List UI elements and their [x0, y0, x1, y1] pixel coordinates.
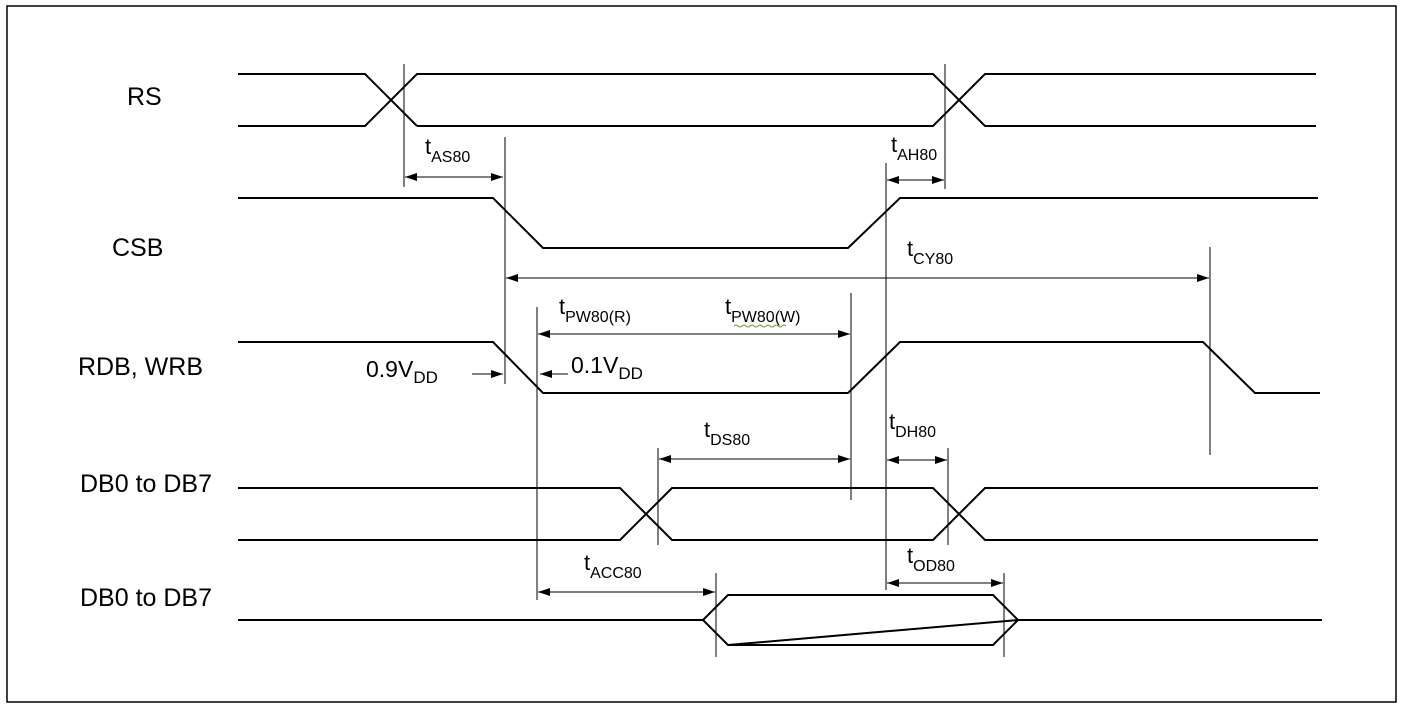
- threshold-label-low: 0.1VDD: [571, 352, 643, 383]
- signal-label-rs: RS: [127, 83, 162, 111]
- threshold-label-high: 0.9VDD: [366, 356, 438, 387]
- waveform-db-input-a: [238, 487, 1318, 541]
- signal-label-db-output: DB0 to DB7: [80, 584, 212, 612]
- waveform-db-output-valid: [701, 594, 1021, 647]
- diagram-frame: [6, 5, 1397, 703]
- signal-label-db-input: DB0 to DB7: [80, 470, 212, 498]
- timing-label-tpw-read: tPW80(R): [559, 294, 631, 326]
- timing-label-tcy: tCY80: [907, 236, 953, 268]
- signal-label-csb: CSB: [112, 234, 163, 262]
- timing-label-tacc: tACC80: [584, 550, 642, 582]
- waveform-rdb-wrb: [238, 341, 1320, 394]
- waveform-rs-mid: [417, 73, 1316, 127]
- timing-label-tah: tAH80: [891, 132, 937, 164]
- signal-label-rdb-wrb: RDB, WRB: [78, 353, 203, 381]
- waveform-rs-upper: [238, 73, 418, 127]
- timing-label-tds: tDS80: [704, 417, 750, 449]
- waveform-rs-lower: [238, 73, 1316, 127]
- timing-label-tod: tOD80: [907, 543, 955, 575]
- waveform-csb: [238, 197, 1318, 249]
- spell-squiggle: [733, 324, 787, 328]
- waveform-db-input-b: [238, 487, 1318, 541]
- timing-label-tas: tAS80: [425, 134, 470, 166]
- timing-label-tdh: tDH80: [889, 409, 936, 441]
- timing-label-tpw-write: tPW80(W): [725, 294, 800, 326]
